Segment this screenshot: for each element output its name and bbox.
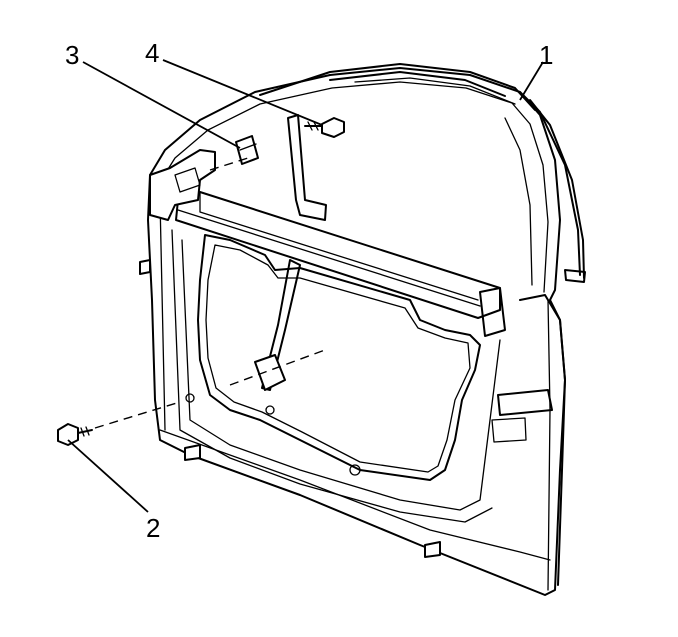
mounting-tabs (184, 393, 441, 558)
door-inner-panel (139, 67, 566, 596)
leader-line-2 (67, 439, 149, 513)
cross-rail (175, 191, 506, 337)
hinge-bracket (149, 149, 216, 221)
regulator-bolt-lower (57, 423, 93, 446)
callout-4: 4 (145, 38, 160, 68)
alignment-line-regulator (229, 349, 326, 386)
leader-line-1 (519, 61, 544, 101)
regulator-bolt-upper (304, 117, 345, 138)
callout-2: 2 (146, 513, 161, 543)
callout-1: 1 (539, 40, 554, 70)
alignment-line-clip (209, 157, 249, 171)
leader-line-3 (82, 61, 241, 149)
inner-panel-opening (171, 229, 501, 523)
window-frame-seal (259, 63, 586, 286)
leader-line-4 (162, 59, 323, 126)
regulator-guide-rail (254, 114, 327, 391)
callout-3: 3 (65, 40, 80, 70)
regulator-clip (235, 135, 259, 165)
